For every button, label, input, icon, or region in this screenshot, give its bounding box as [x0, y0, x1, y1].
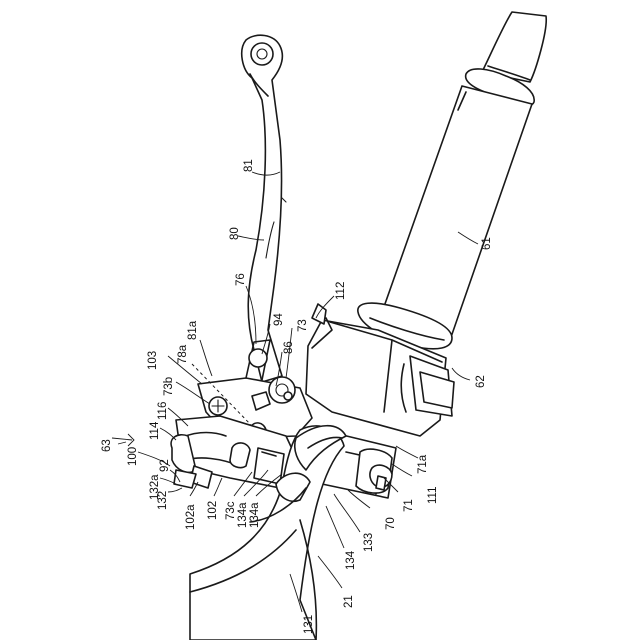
- label-81a: 81a: [187, 320, 199, 340]
- label-100: 100: [127, 447, 139, 466]
- label-76: 76: [235, 273, 247, 286]
- label-94: 94: [273, 313, 285, 326]
- label-71: 71: [403, 499, 415, 512]
- label-116: 116: [157, 402, 169, 420]
- label-70: 70: [385, 517, 397, 530]
- label-71a: 71a: [417, 454, 429, 474]
- label-63: 63: [101, 439, 113, 452]
- label-132: 132: [157, 491, 169, 510]
- label-62: 62: [475, 375, 487, 388]
- label-131: 131: [303, 615, 315, 634]
- label-80: 80: [229, 227, 241, 240]
- label-86: 86: [283, 341, 295, 354]
- label-73c: 73c: [225, 501, 237, 520]
- label-114: 114: [149, 421, 161, 440]
- label-92: 92: [159, 459, 171, 472]
- label-134a-2: 134a: [249, 502, 261, 528]
- label-61: 61: [481, 237, 493, 250]
- label-134a-1: 134a: [237, 502, 249, 528]
- label-21: 21: [343, 595, 355, 608]
- label-111: 111: [427, 487, 439, 504]
- label-73b: 73b: [163, 377, 175, 396]
- label-102a: 102a: [185, 504, 197, 530]
- label-73: 73: [297, 319, 309, 332]
- label-112: 112: [335, 282, 347, 300]
- label-133: 133: [363, 533, 375, 552]
- label-103: 103: [147, 351, 159, 370]
- label-134: 134: [345, 550, 357, 570]
- label-102: 102: [207, 501, 219, 520]
- label-81: 81: [243, 159, 255, 172]
- brake-lever: [242, 35, 286, 382]
- handlebar-grip: [358, 12, 546, 349]
- label-78a: 78a: [177, 344, 189, 364]
